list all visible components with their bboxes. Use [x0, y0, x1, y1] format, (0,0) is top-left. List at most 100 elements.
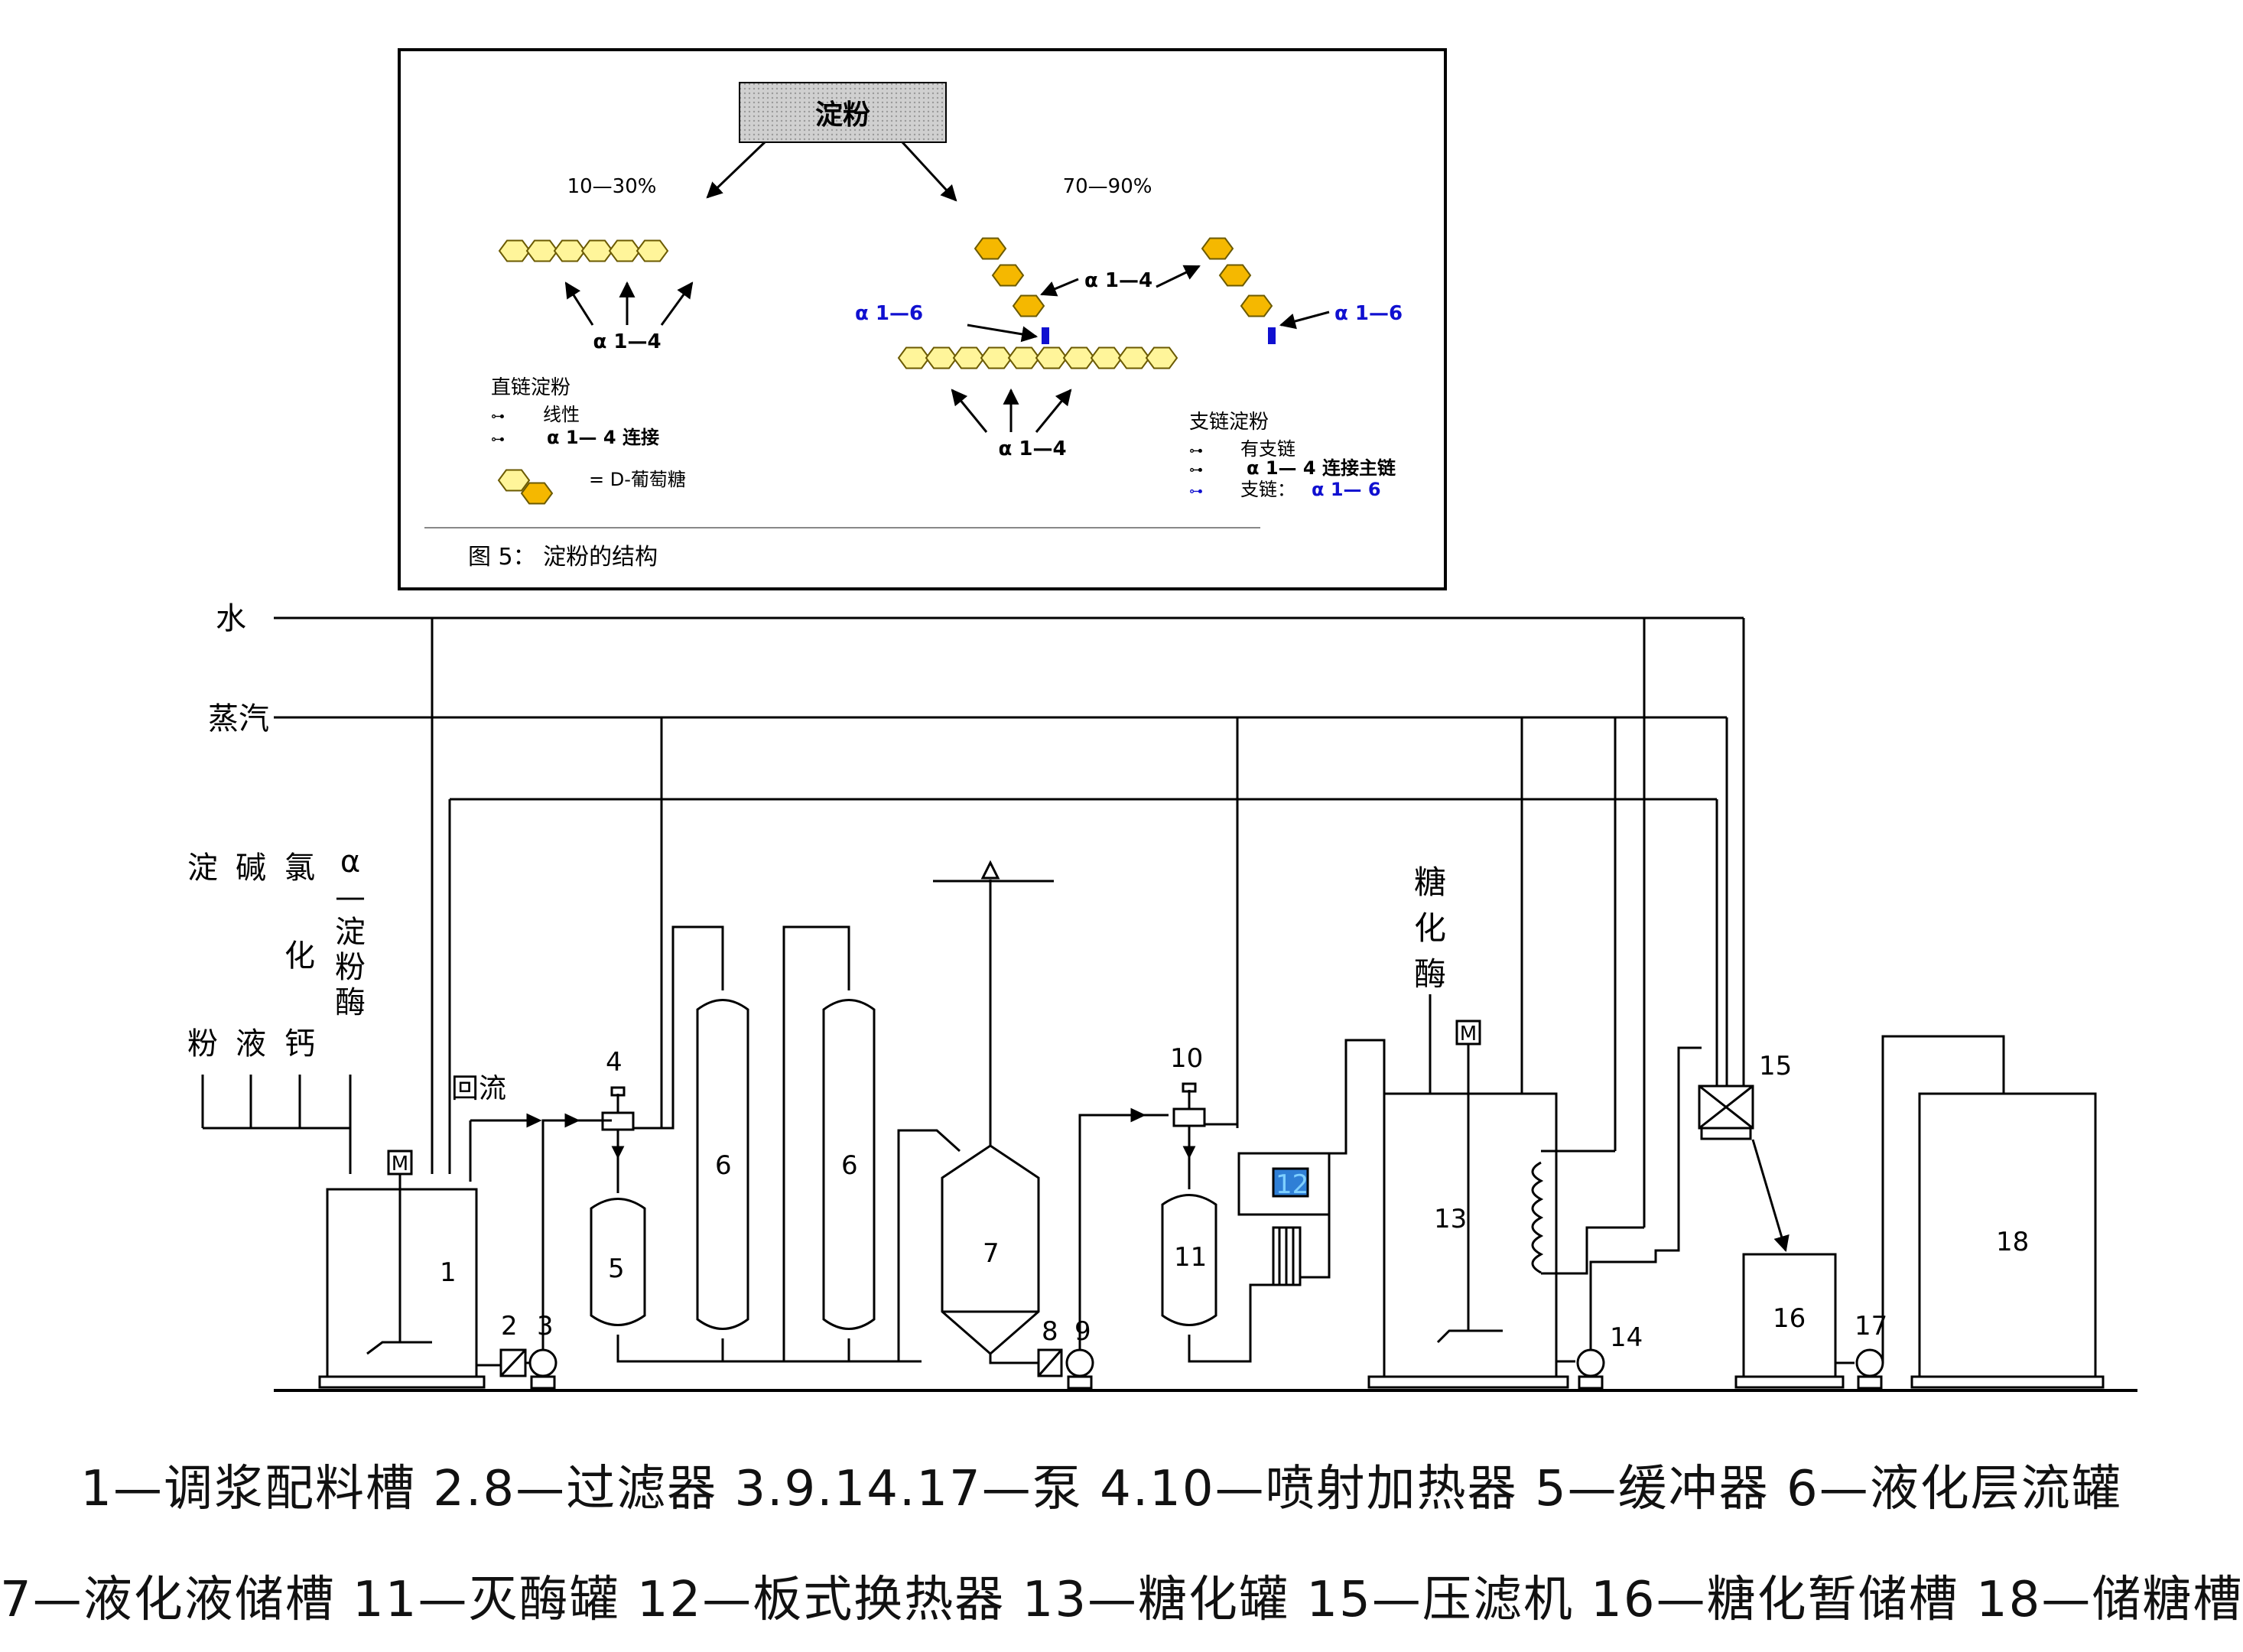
starch-box	[739, 82, 947, 143]
column6a-inlet	[662, 925, 724, 1130]
enzyme-label-char: 化	[1414, 909, 1446, 947]
glucose-unit	[497, 469, 531, 492]
amylopectin-percent: 70—90%	[1063, 175, 1152, 198]
valve-icon	[564, 1113, 580, 1128]
feed-label-4-char: 淀	[335, 915, 366, 950]
amylopectin-main-chain	[897, 346, 1178, 369]
label-1: 1	[440, 1257, 457, 1288]
glucose-unit	[991, 264, 1025, 287]
liquefaction-column-6b	[822, 999, 876, 1330]
feed-label-1-char: 粉	[187, 1026, 218, 1062]
tank1-base	[318, 1375, 486, 1389]
valve-icon	[526, 1113, 542, 1128]
heating-coil	[1531, 1161, 1544, 1274]
enzyme-label-char: 酶	[1414, 955, 1446, 993]
liquefaction-column-6a	[696, 999, 749, 1330]
filter-press-x	[1699, 1085, 1754, 1130]
water-label: 水	[216, 601, 246, 636]
feed-label-2-char: 碱	[236, 850, 266, 886]
label-8: 8	[1042, 1316, 1058, 1347]
label-6b: 6	[841, 1150, 858, 1181]
alpha16-bond-right	[1268, 327, 1276, 344]
label-2: 2	[501, 1311, 518, 1341]
equipment-legend-line-2: 7—液化液储槽 11—灭酶罐 12—板式换热器 13—糖化罐 15—压滤机 16…	[0, 1572, 2243, 1628]
label-12: 12	[1276, 1169, 1308, 1200]
enzyme-label-char: 糖	[1414, 863, 1446, 901]
feed-label-4-char: 粉	[335, 950, 366, 985]
glucose-unit	[974, 237, 1007, 260]
amylose-item1: 线性	[543, 404, 580, 425]
label-4: 4	[606, 1047, 623, 1078]
label-15: 15	[1759, 1051, 1792, 1081]
glucose-unit	[1201, 237, 1234, 260]
arrow-a16-right	[1279, 311, 1330, 330]
agitator-blade	[366, 1341, 432, 1355]
label-9: 9	[1074, 1316, 1091, 1347]
amylose-title: 直链淀粉	[491, 376, 571, 399]
bullet-key-icon: ⊶	[1189, 462, 1203, 478]
pump-3-base	[530, 1375, 556, 1390]
feed-label-2-char: 液	[236, 1026, 266, 1062]
amylopectin-item3-prefix: 支链：	[1240, 479, 1295, 500]
glucose-unit	[1007, 346, 1041, 369]
arrow-a14-top-right	[1156, 265, 1201, 288]
glucose-unit	[952, 346, 986, 369]
glucose-unit	[580, 239, 614, 262]
enzyme-label: 糖化酶	[1414, 863, 1446, 993]
amylose-item2: α 1— 4 连接	[547, 427, 659, 448]
label-13: 13	[1434, 1204, 1467, 1234]
saccharification-tank-13	[1383, 1092, 1558, 1378]
arrow-amylose-1	[564, 281, 594, 326]
tank11-to-exchanger	[1188, 1283, 1273, 1363]
bullet-key-icon: ⊶	[1189, 443, 1203, 459]
glucose-unit	[980, 346, 1013, 369]
label-5: 5	[608, 1254, 625, 1284]
column6a-to-6b	[723, 925, 850, 1363]
feed-label-4-char: —	[335, 880, 366, 915]
pump-9-base	[1067, 1375, 1093, 1390]
motor-label: M	[392, 1153, 408, 1176]
pump3-to-heater4	[541, 1119, 612, 1350]
buffer-vessel-5	[590, 1198, 646, 1326]
enzyme-kill-tank-11	[1161, 1194, 1217, 1326]
reflux-label: 回流	[451, 1073, 506, 1104]
feed-label-1-char: 淀	[187, 850, 218, 886]
starch-box-label: 淀粉	[815, 99, 870, 131]
glucose-legend: = D-葡萄糖	[589, 469, 686, 490]
glucose-unit	[525, 239, 559, 262]
label-14: 14	[1610, 1322, 1643, 1353]
buffer-outlet	[616, 1335, 922, 1363]
glucose-unit	[925, 346, 958, 369]
glucose-unit	[553, 239, 587, 262]
equipment-legend-line-1: 1—调浆配料槽 2.8—过滤器 3.9.14.17—泵 4.10—喷射加热器 5…	[80, 1461, 2122, 1517]
label-18: 18	[1996, 1227, 2029, 1257]
bullet-key-icon: ⊶	[491, 408, 505, 424]
pump-17-base	[1857, 1375, 1883, 1390]
bullet-key-icon: ⊶	[491, 431, 505, 447]
plate-heat-exchanger-12-frame	[1237, 1152, 1331, 1216]
arrow-a14-top-left	[1040, 278, 1079, 297]
amylopectin-bond-label-top: α 1—4	[1084, 269, 1152, 292]
valve-icon	[611, 1146, 625, 1159]
starch-structure-inset: 淀粉 10—30% 70—90% α 1—4 α 1—4 α 1—4 α 1—6…	[398, 48, 1447, 590]
inset-caption: 图 5： 淀粉的结构	[468, 544, 658, 571]
feed-label-3-char: 钙	[284, 1026, 315, 1062]
arrow-amylopectin-1	[951, 389, 988, 433]
alpha16-label-right: α 1—6	[1334, 302, 1403, 325]
tank16-base	[1734, 1375, 1845, 1389]
heater4-cap	[610, 1086, 626, 1097]
glucose-unit	[1240, 294, 1273, 317]
label-16: 16	[1773, 1303, 1806, 1334]
filter-press-base	[1700, 1127, 1752, 1140]
label-11: 11	[1174, 1242, 1207, 1273]
arrow-to-amylopectin	[901, 141, 957, 202]
amylose-percent: 10—30%	[567, 175, 657, 198]
pump-14-base	[1578, 1375, 1604, 1390]
arrow-amylopectin-3	[1035, 389, 1072, 433]
tank7-outlet	[989, 1354, 1039, 1364]
label-7: 7	[983, 1238, 1000, 1269]
arrow-to-amylose	[706, 141, 766, 199]
tank18-base	[1910, 1375, 2105, 1389]
exchanger-piping	[1300, 1215, 1331, 1279]
